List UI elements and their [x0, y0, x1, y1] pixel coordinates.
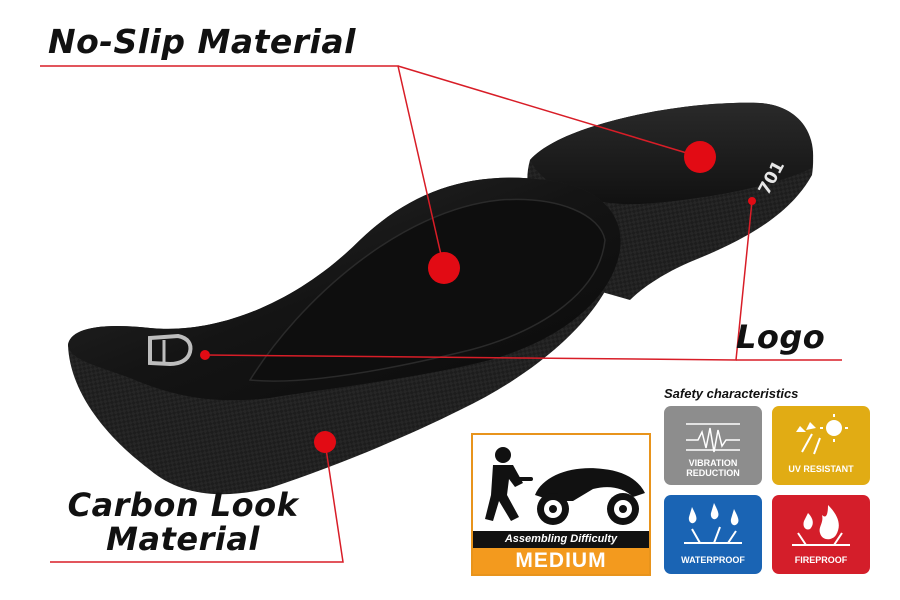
assembly-difficulty-label: Assembling Difficulty	[473, 531, 649, 548]
tile-waterproof-label: WATERPROOF	[681, 555, 745, 565]
sun-icon	[796, 414, 848, 455]
logo-title: Logo	[736, 318, 826, 356]
tile-uv-label: UV RESISTANT	[788, 464, 854, 474]
carbon-title-line-1: Carbon Look	[67, 486, 299, 524]
carbon-title-line-2: Material	[106, 520, 260, 558]
tile-uv-resistant: UV RESISTANT	[772, 406, 870, 485]
dot-front-logo	[200, 350, 210, 360]
front-seat	[68, 177, 621, 495]
dot-front-side	[314, 431, 336, 453]
front-logo	[148, 333, 193, 367]
dot-rear-top	[684, 141, 716, 173]
assembly-difficulty-badge: Assembling Difficulty MEDIUM	[471, 433, 651, 576]
carbon-look-material-title: Carbon Look Material	[52, 488, 314, 556]
water-drops-icon	[684, 503, 742, 544]
mechanic-motorcycle-icon	[485, 447, 645, 525]
safety-characteristics-title: Safety characteristics	[664, 386, 799, 401]
tile-waterproof: WATERPROOF	[664, 495, 762, 574]
flame-icon	[792, 505, 850, 546]
dot-front-top	[428, 252, 460, 284]
callout-dots	[200, 141, 756, 453]
tile-fireproof-label: FIREPROOF	[794, 555, 848, 565]
no-slip-material-title: No-Slip Material	[48, 22, 356, 61]
dot-rear-logo	[748, 197, 756, 205]
assembly-difficulty-level: MEDIUM	[473, 548, 649, 574]
tile-vibration-reduction: VIBRATION REDUCTION	[664, 406, 762, 485]
tile-vibration-label-1: VIBRATION	[688, 458, 738, 468]
tile-vibration-label-2: REDUCTION	[686, 468, 740, 478]
tile-fireproof: FIREPROOF	[772, 495, 870, 574]
callout-lines	[40, 65, 842, 563]
vibration-icon	[686, 423, 740, 453]
